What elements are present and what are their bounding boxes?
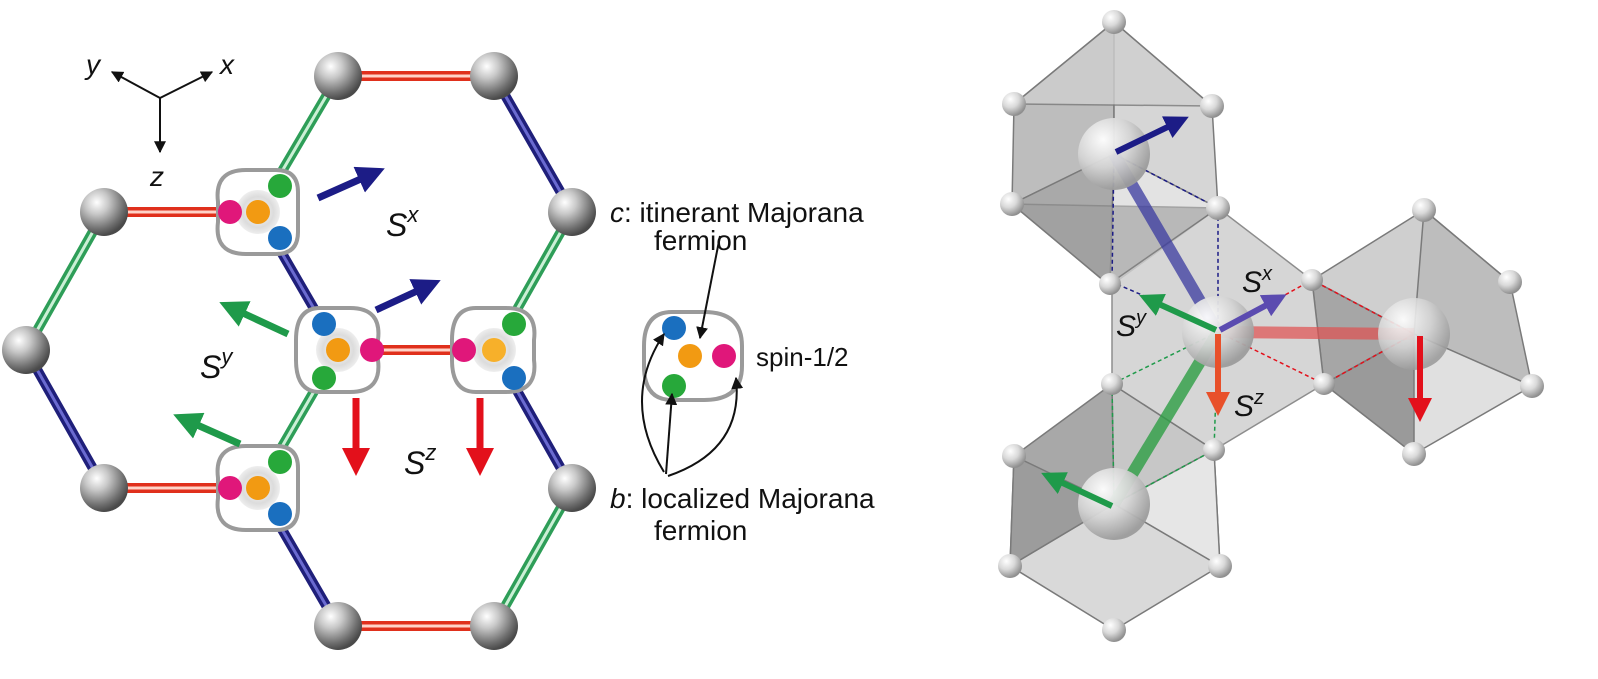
majorana-cluster	[450, 306, 537, 394]
atom	[470, 52, 518, 100]
atoms	[2, 52, 596, 650]
ligand-atoms	[998, 10, 1544, 642]
axis-y-label: y	[84, 49, 102, 80]
spin-x-arrow	[1114, 116, 1189, 155]
magnetic-atoms	[1078, 118, 1450, 540]
spin-x-arrow	[1218, 294, 1287, 333]
legend-b-line2: fermion	[654, 515, 747, 546]
spin-x-arrow	[316, 166, 385, 202]
atom	[470, 602, 518, 650]
right-spin-label-sz: Sz	[1234, 387, 1264, 423]
majorana-cluster	[294, 306, 384, 394]
majorana-cluster	[215, 168, 300, 256]
spin-y-arrow	[173, 412, 242, 448]
legend-c-line2: fermion	[654, 225, 747, 256]
right-spin-arrows	[1041, 116, 1432, 509]
atom	[548, 188, 596, 236]
spin-label-sy: Sy	[200, 344, 234, 385]
atom	[314, 602, 362, 650]
majorana-cluster	[215, 444, 300, 532]
atom	[80, 464, 128, 512]
legend-b-line1: b: localized Majorana	[610, 483, 875, 514]
atom	[314, 52, 362, 100]
octahedra-panel: Sx Sy Sz	[998, 10, 1544, 642]
legend-cluster	[642, 310, 744, 402]
atom	[80, 188, 128, 236]
spin-y-arrow	[1041, 472, 1114, 509]
honeycomb-panel: y x z	[2, 49, 596, 650]
right-spin-label-sx: Sx	[1242, 263, 1273, 299]
right-spin-label-sy: Sy	[1116, 307, 1147, 343]
axis-z-label: z	[149, 161, 164, 192]
atom	[2, 326, 50, 374]
legend-spin-label: spin-1/2	[756, 342, 849, 372]
spin-y-arrow	[219, 301, 290, 338]
axis-x-label: x	[218, 49, 235, 80]
majorana-legend: c: itinerant Majorana fermion spin-1/2 b…	[610, 197, 875, 546]
legend-c-line1: c: itinerant Majorana	[610, 197, 864, 228]
spin-y-arrow	[1139, 294, 1218, 333]
spin-label-sz: Sz	[404, 440, 436, 481]
spin-x-arrow	[374, 279, 441, 314]
spin-arrows	[173, 166, 494, 476]
spin-label-sx: Sx	[386, 202, 419, 243]
atom	[548, 464, 596, 512]
coordinate-axes: y x z	[84, 49, 235, 192]
